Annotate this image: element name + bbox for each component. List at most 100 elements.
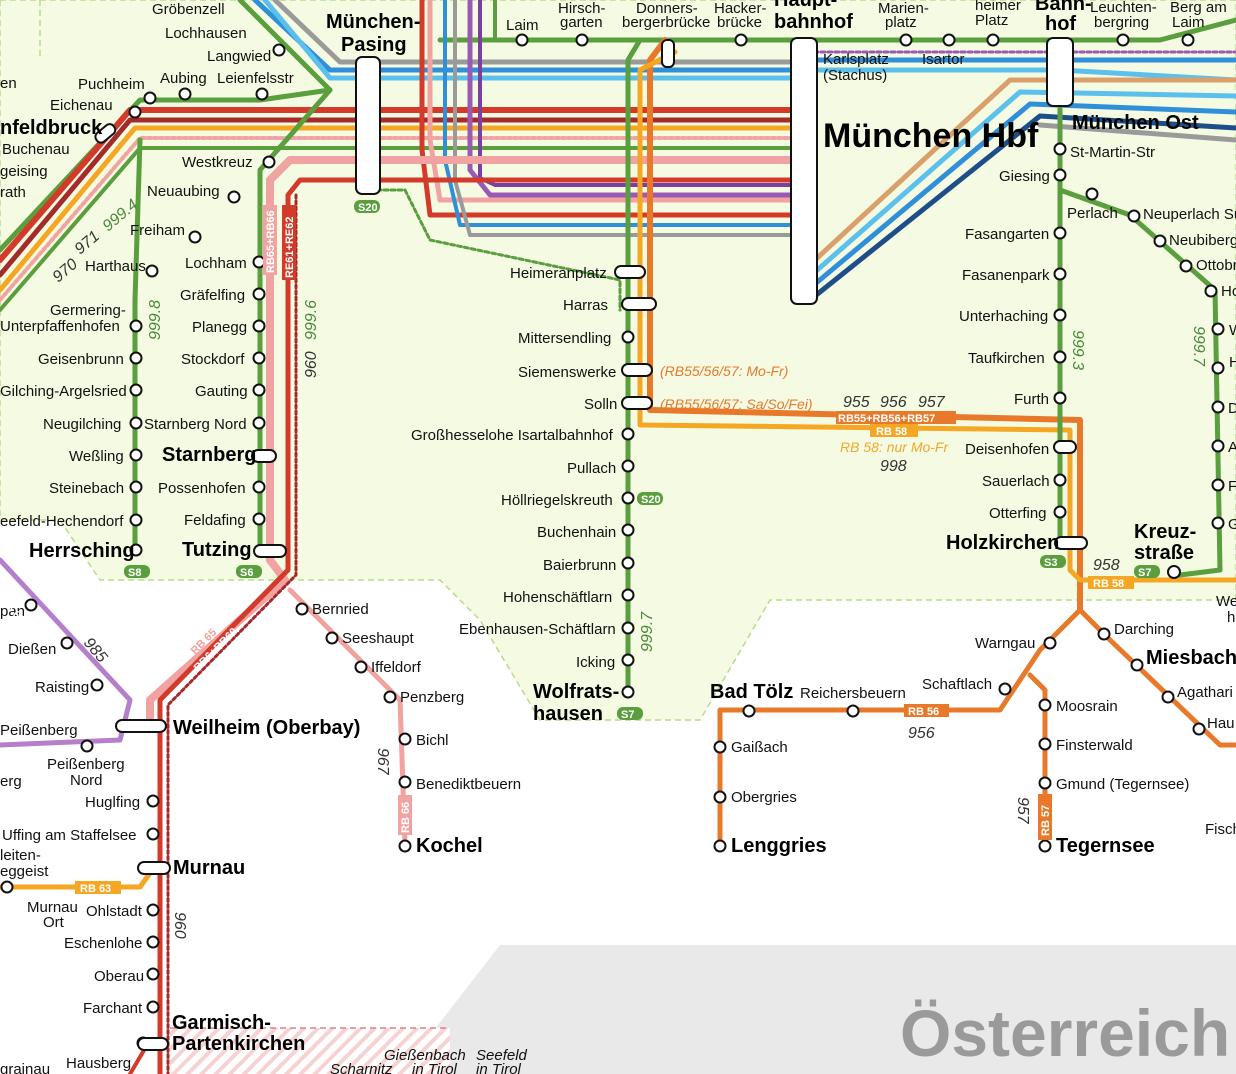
label-murnau[interactable]: Murnau [173,857,245,879]
label-holzkirchen[interactable]: Holzkirchen [946,532,1059,554]
label-oberau[interactable]: Oberau [94,968,144,985]
station-dot[interactable] [1211,361,1225,375]
label-diessen[interactable]: Dießen [8,641,56,658]
label-icking[interactable]: Icking [576,654,615,671]
label-herrsching[interactable]: Herrsching [29,540,135,562]
label-uffing[interactable]: Uffing am Staffelsee [2,827,137,844]
label-bergamlaim-2[interactable]: Laim [1172,14,1205,31]
interchange-station[interactable] [1167,565,1181,579]
station-dot[interactable] [713,740,727,754]
label-siemenswerke[interactable]: Siemenswerke [518,364,616,381]
station-dot[interactable] [1211,439,1225,453]
station-dot[interactable] [143,91,157,105]
label-a[interactable]: A [1228,439,1236,456]
label-murnau-ort-2[interactable]: Ort [43,914,65,931]
station-dot[interactable] [262,155,276,169]
label-laim[interactable]: Laim [506,17,539,34]
label-hohenschaeftlarn[interactable]: Hohenschäftlarn [503,589,612,606]
label-giessenbach-1[interactable]: Gießenbach [384,1047,466,1064]
label-kreuzstrasse-2[interactable]: straße [1134,542,1194,564]
label-bad-toelz[interactable]: Bad Tölz [710,681,793,703]
label-ost-1[interactable]: Bahn- [1035,0,1092,15]
station-dot[interactable] [1053,350,1067,364]
label-raisting[interactable]: Raisting [35,679,89,696]
station-dot[interactable] [742,704,756,718]
label-hbf-1[interactable]: Haupt- [774,0,837,11]
station-dot[interactable] [621,556,635,570]
station-dot[interactable] [621,621,635,635]
label-neugilching[interactable]: Neugilching [43,416,121,433]
pasing-hub[interactable] [355,56,381,195]
station-dot[interactable] [146,935,160,949]
label-eschenlohe[interactable]: Eschenlohe [64,935,142,952]
station-dot[interactable] [252,480,266,494]
station-dot[interactable] [129,319,143,333]
station-dot[interactable] [942,33,956,47]
station-dot[interactable] [1038,698,1052,712]
label-eichenau[interactable]: Eichenau [50,97,113,114]
station-dot[interactable] [0,880,14,894]
label-neubiberg[interactable]: Neubiberg [1169,232,1236,249]
label-donners-1[interactable]: Donners- [636,0,698,17]
label-bergamlaim-1[interactable]: Berg am [1170,0,1227,16]
label-leuchten-1[interactable]: Leuchten- [1090,0,1157,16]
label-groebenzell[interactable]: Gröbenzell [152,1,225,18]
label-bichl[interactable]: Bichl [416,732,449,749]
label-baierbrunn[interactable]: Baierbrunn [543,557,616,574]
station-dot[interactable] [1053,308,1067,322]
label-peissenberg-nord-1[interactable]: Peißenberg [47,756,125,773]
label-fasanenpark[interactable]: Fasanenpark [962,267,1050,284]
interchange-station[interactable] [1053,440,1077,454]
label-rosenheimer-2[interactable]: Platz [975,12,1008,29]
station-dot[interactable] [986,33,1000,47]
station-dot[interactable] [178,87,192,101]
label-starnberg-nord[interactable]: Starnberg Nord [144,416,247,433]
label-huglfing[interactable]: Huglfing [85,794,140,811]
station-dot[interactable] [1043,636,1057,650]
label-starnberg[interactable]: Starnberg [162,444,256,466]
label-taufkirchen[interactable]: Taufkirchen [968,350,1045,367]
label-planegg[interactable]: Planegg [192,319,247,336]
label-kochel[interactable]: Kochel [416,835,483,857]
station-dot[interactable] [1116,33,1130,47]
label-we[interactable]: We [1216,593,1236,610]
label-kreuzstrasse-1[interactable]: Kreuz- [1134,521,1196,543]
label-stachus[interactable]: (Stachus) [823,67,887,84]
label-rath[interactable]: rath [0,184,26,201]
label-gmund[interactable]: Gmund (Tegernsee) [1056,776,1189,793]
station-dot[interactable] [295,602,309,616]
station-dot[interactable] [188,230,202,244]
label-moosrain[interactable]: Moosrain [1056,698,1118,715]
station-dot[interactable] [621,685,635,699]
station-dot[interactable] [998,682,1012,696]
station-dot[interactable] [846,704,860,718]
station-dot[interactable] [252,351,266,365]
station-dot[interactable] [398,775,412,789]
station-dot[interactable] [621,427,635,441]
station-dot[interactable] [1179,259,1193,273]
label-murnau-ort-1[interactable]: Murnau [27,899,78,916]
station-dot[interactable] [129,416,143,430]
station-dot[interactable] [621,491,635,505]
label-grosshesselohe[interactable]: Großhesselohe Isartalbahnhof [411,427,614,444]
interchange-station[interactable] [621,396,653,410]
label-ebenhausen[interactable]: Ebenhausen-Schäftlarn [459,621,616,638]
label-germering-2[interactable]: Unterpfaffenhofen [0,318,120,335]
label-donners-2[interactable]: bergerbrücke [622,14,710,31]
station-dot[interactable] [575,33,589,47]
ost-hub[interactable] [1046,37,1074,107]
label-miesbach[interactable]: Miesbach [1146,647,1236,669]
station-dot[interactable] [383,690,397,704]
label-lochhausen[interactable]: Lochhausen [165,25,247,42]
label-finsterwald[interactable]: Finsterwald [1056,737,1133,754]
station-dot[interactable] [713,839,727,853]
label-pan[interactable]: pan [0,603,25,620]
label-harthaus[interactable]: Harthaus [85,258,146,275]
label-leienfelsstr[interactable]: Leienfelsstr [217,70,294,87]
label-leuchten-2[interactable]: bergring [1094,14,1149,31]
label-wolfratshausen-1[interactable]: Wolfrats- [533,681,619,703]
label-h[interactable]: H [1229,354,1236,371]
label-fasangarten[interactable]: Fasangarten [965,226,1049,243]
label-harras[interactable]: Harras [563,297,608,314]
label-westkreuz[interactable]: Westkreuz [182,154,253,171]
